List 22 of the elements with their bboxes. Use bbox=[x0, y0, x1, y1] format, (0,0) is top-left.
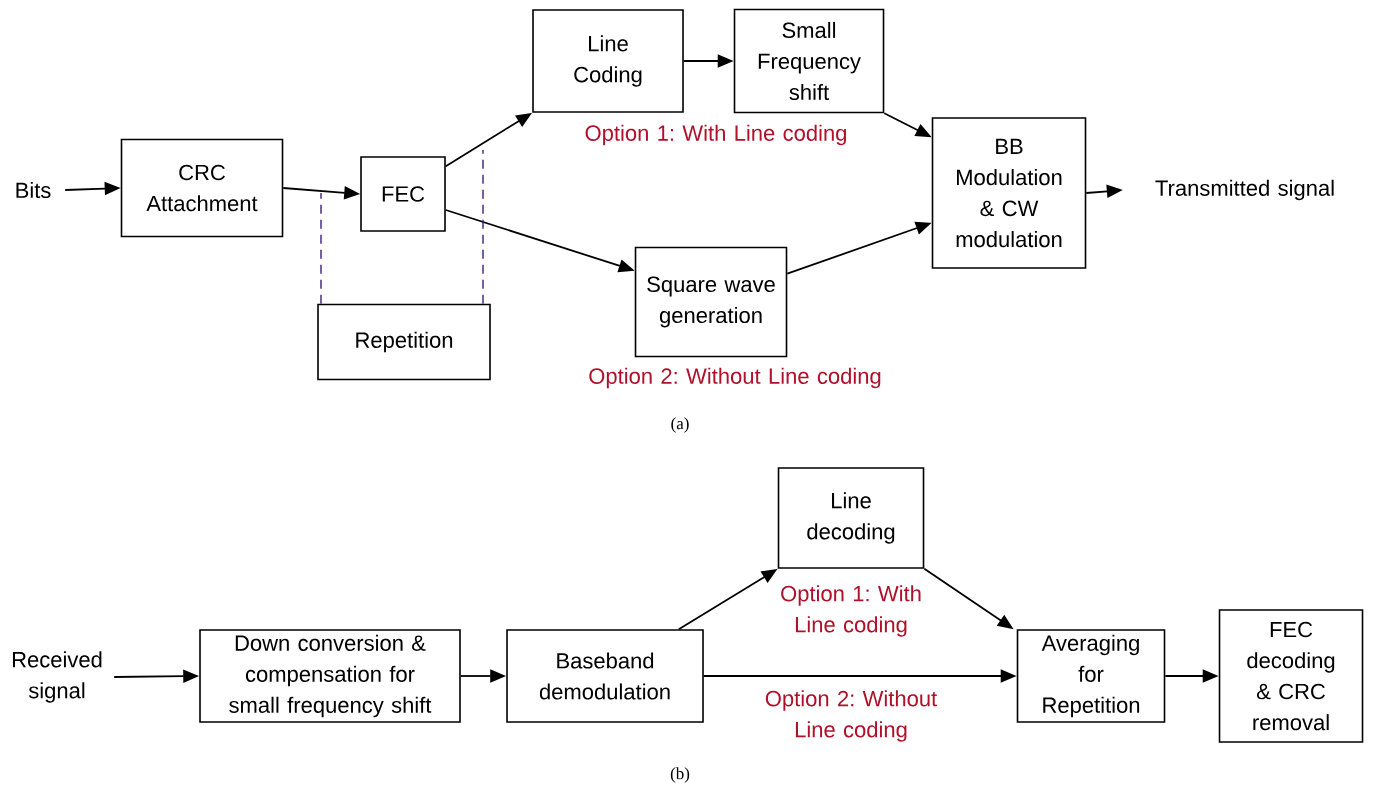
process-box: CRC Attachment bbox=[120, 138, 284, 238]
process-box: Down conversion & compensation for small frequency shift bbox=[199, 629, 461, 723]
process-box: Averaging for Repetition bbox=[1016, 629, 1166, 723]
option-label: Option 2: Without Line coding bbox=[765, 690, 938, 742]
option-label: Option 1: With Line coding bbox=[781, 585, 921, 637]
dashed-line bbox=[320, 192, 322, 305]
signal-label: Bits bbox=[16, 181, 51, 199]
signal-label: Transmitted signal bbox=[1155, 179, 1334, 201]
dashed-line bbox=[482, 149, 484, 305]
process-box: Small Frequency shift bbox=[733, 8, 885, 114]
process-box: Line Coding bbox=[532, 9, 684, 113]
process-box: FEC bbox=[360, 156, 446, 232]
subfigure-caption: (b) bbox=[670, 767, 690, 783]
process-box: Baseband demodulation bbox=[506, 629, 704, 723]
subfigure-caption: (a) bbox=[671, 417, 689, 433]
process-box: Square wave generation bbox=[634, 246, 788, 358]
process-box: Line decoding bbox=[777, 467, 925, 569]
process-box: Repetition bbox=[317, 303, 491, 381]
process-box: FEC decoding & CRC removal bbox=[1218, 609, 1364, 743]
process-box: BB Modulation & CW modulation bbox=[931, 117, 1087, 269]
option-label: Option 1: With Line coding bbox=[585, 124, 846, 146]
signal-label: Received signal bbox=[12, 651, 102, 703]
